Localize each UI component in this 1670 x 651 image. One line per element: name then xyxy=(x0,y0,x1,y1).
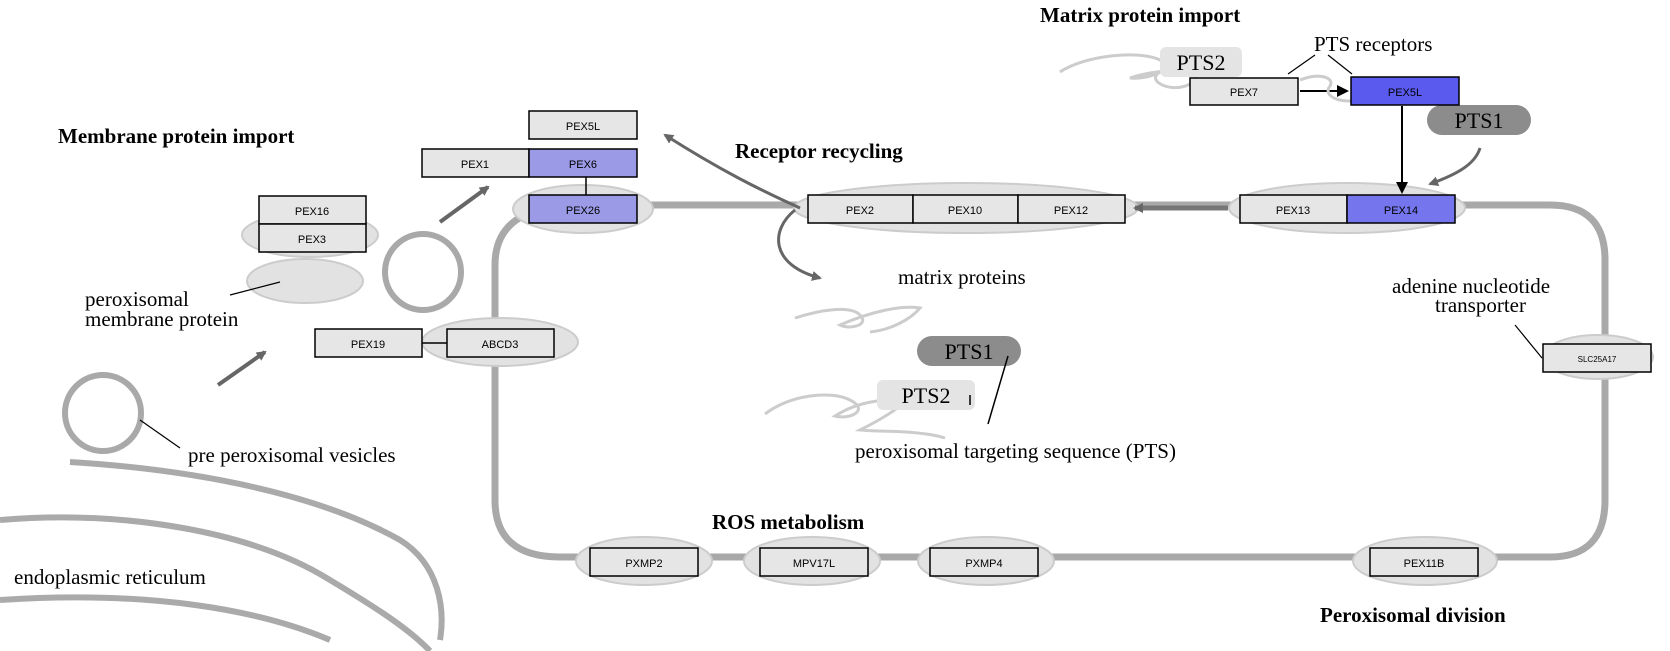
matrix-protein-squiggle-1 xyxy=(794,305,923,334)
pts2-tag-top-label: PTS2 xyxy=(1177,50,1226,75)
gene-pex14[interactable]: PEX14 xyxy=(1346,194,1456,224)
gene-pex5l-free-label: PEX5L xyxy=(566,121,600,133)
membrane-vesicle xyxy=(382,231,464,313)
heading-peroxisomal-division: Peroxisomal division xyxy=(1320,603,1506,627)
er-membrane-inner xyxy=(69,459,445,641)
heading-membrane-protein-import: Membrane protein import xyxy=(58,124,294,148)
pts2-tag-mid-label: PTS2 xyxy=(902,383,951,408)
pts1-tag-mid-label: PTS1 xyxy=(945,339,994,364)
gene-pex6[interactable]: PEX6 xyxy=(528,148,638,178)
arrow-recycle-to-pex5l xyxy=(663,133,801,210)
pmp-pointer xyxy=(229,281,281,296)
pts1-tag-top: PTS1 xyxy=(1427,105,1531,135)
pts2-tag-mid: PTS2 xyxy=(877,380,975,410)
pts1-protein-squiggle xyxy=(1299,74,1361,103)
matrix-protein-squiggle-2 xyxy=(764,393,946,440)
gene-pex19-label: PEX19 xyxy=(351,339,385,351)
vesicle-pointer xyxy=(139,419,181,449)
gene-mpv17l[interactable]: MPV17L xyxy=(759,547,869,577)
label-pts-receptors: PTS receptors xyxy=(1314,32,1432,56)
arrow-pmp-to-peroxisome xyxy=(438,185,490,224)
gene-pex10-label: PEX10 xyxy=(948,205,982,217)
gene-pex5l-top[interactable]: PEX5L xyxy=(1350,76,1460,106)
gene-abcd3[interactable]: ABCD3 xyxy=(446,328,555,358)
pre-peroxisomal-vesicle xyxy=(62,372,144,454)
gene-pex2[interactable]: PEX2 xyxy=(807,194,914,224)
arrow-matrix-proteins-entry xyxy=(777,208,822,281)
gene-pex11b[interactable]: PEX11B xyxy=(1369,547,1479,577)
label-ant-line1: adenine nucleotide xyxy=(1392,274,1550,298)
gene-pex16[interactable]: PEX16 xyxy=(258,195,367,225)
label-pmp-line1: peroxisomal xyxy=(85,287,189,311)
gene-pex26[interactable]: PEX26 xyxy=(528,194,638,224)
gene-slc25a17-label: SLC25A17 xyxy=(1578,355,1617,364)
arrow-vesicle-to-pmp xyxy=(216,350,267,387)
arrow-pts1-to-pex14 xyxy=(1428,147,1482,186)
gene-pex12-label: PEX12 xyxy=(1054,205,1088,217)
gene-slc25a17[interactable]: SLC25A17 xyxy=(1542,343,1652,373)
gene-pex26-label: PEX26 xyxy=(566,205,600,217)
gene-pex13-label: PEX13 xyxy=(1276,205,1310,217)
gene-pex3[interactable]: PEX3 xyxy=(258,223,367,253)
gene-pex5l-free[interactable]: PEX5L xyxy=(528,110,638,140)
gene-pex7-label: PEX7 xyxy=(1230,87,1258,99)
gene-pex14-label: PEX14 xyxy=(1384,205,1418,217)
gene-pex11b-label: PEX11B xyxy=(1404,558,1445,570)
gene-pex12[interactable]: PEX12 xyxy=(1017,194,1126,224)
gene-mpv17l-label: MPV17L xyxy=(793,558,835,570)
label-matrix-proteins: matrix proteins xyxy=(898,265,1026,289)
gene-pex1-label: PEX1 xyxy=(461,159,489,171)
gene-pxmp4[interactable]: PXMP4 xyxy=(929,547,1039,577)
pts1-tag-mid: PTS1 xyxy=(917,336,1021,366)
gene-pxmp2-label: PXMP2 xyxy=(625,558,662,570)
gene-abcd3-label: ABCD3 xyxy=(482,339,519,351)
label-pts-definition: peroxisomal targeting sequence (PTS) xyxy=(855,439,1176,463)
pts2-protein-squiggle xyxy=(1059,53,1197,90)
gene-pex3-label: PEX3 xyxy=(298,234,326,246)
er-membrane-bottom xyxy=(0,594,332,643)
pts2-tag-top: PTS2 xyxy=(1160,47,1242,77)
label-pre-peroxisomal-vesicles: pre peroxisomal vesicles xyxy=(188,443,396,467)
pts1-tag-top-label: PTS1 xyxy=(1455,108,1504,133)
gene-pex19[interactable]: PEX19 xyxy=(314,328,423,358)
pts-def-pointer-2 xyxy=(987,355,1009,425)
gene-pex7[interactable]: PEX7 xyxy=(1189,77,1299,106)
gene-pex10[interactable]: PEX10 xyxy=(912,194,1019,224)
pts-receptors-pointer-1 xyxy=(1287,54,1316,75)
gene-pex6-label: PEX6 xyxy=(569,159,597,171)
gene-pex16-label: PEX16 xyxy=(295,206,329,218)
peroxisomal-membrane-protein-oval xyxy=(246,258,364,304)
ant-pointer xyxy=(1514,324,1543,359)
er-membrane-outer xyxy=(0,514,433,651)
heading-receptor-recycling: Receptor recycling xyxy=(735,139,903,163)
gene-pex5l-top-label: PEX5L xyxy=(1388,87,1422,99)
label-endoplasmic-reticulum: endoplasmic reticulum xyxy=(14,565,206,589)
label-pmp-line2: membrane protein xyxy=(85,307,239,331)
gene-pex1[interactable]: PEX1 xyxy=(421,148,530,178)
pts-receptors-pointer-2 xyxy=(1327,54,1353,75)
gene-pxmp4-label: PXMP4 xyxy=(965,558,1002,570)
heading-ros-metabolism: ROS metabolism xyxy=(712,510,865,534)
gene-pxmp2[interactable]: PXMP2 xyxy=(589,547,699,577)
heading-matrix-protein-import: Matrix protein import xyxy=(1040,3,1240,27)
gene-pex13[interactable]: PEX13 xyxy=(1239,194,1348,224)
gene-pex2-label: PEX2 xyxy=(846,205,874,217)
label-ant-line2: transporter xyxy=(1435,293,1526,317)
peroxisome-membrane xyxy=(491,201,1609,561)
